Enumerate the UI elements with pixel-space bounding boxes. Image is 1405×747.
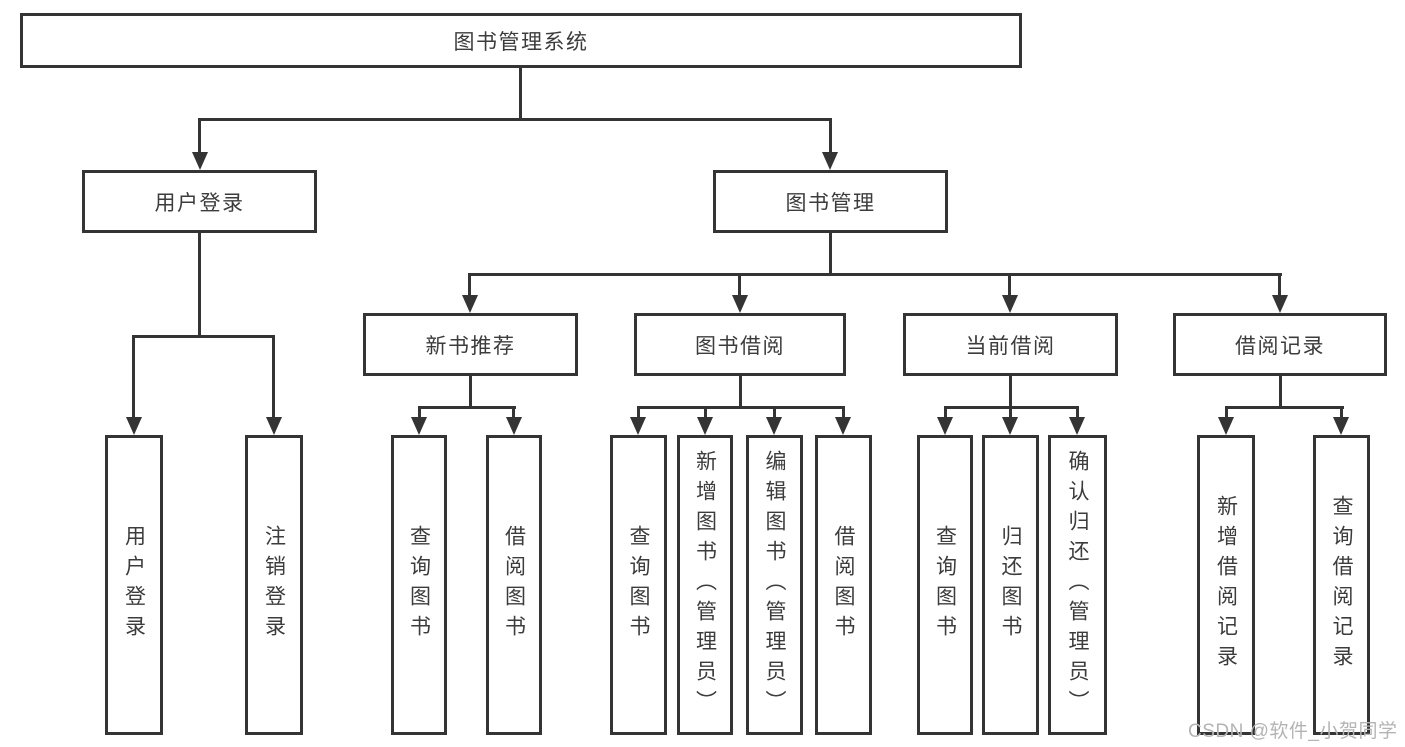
csdn-watermark: CSDN @软件_小贺同学	[1188, 721, 1398, 742]
leaf-cb-query-books-label: 查询图书	[933, 525, 957, 645]
leaf-bb-add-books-admin: 新增图书（管理员）	[677, 435, 733, 735]
leaf-user-login-label: 用户登录	[122, 525, 146, 645]
node-user-login: 用户登录	[82, 170, 317, 233]
arrowhead-current-borrow	[1002, 295, 1018, 313]
connector-root-stem	[519, 68, 522, 120]
connector-rec-bar	[1225, 406, 1344, 409]
connector-ul-bar	[132, 335, 275, 338]
leaf-bb-edit-books-admin-label: 编辑图书（管理员）	[763, 450, 786, 720]
node-book-management-label: 图书管理	[785, 191, 876, 215]
connector-bb-drop-1	[637, 406, 640, 420]
arrowhead-book-mgmt	[822, 152, 838, 170]
node-borrow-records: 借阅记录	[1173, 313, 1387, 376]
node-borrow-records-label: 借阅记录	[1235, 334, 1325, 358]
arrowhead-bb-leaf-2	[697, 417, 713, 435]
leaf-rec-query-record-label: 查询借阅记录	[1330, 495, 1353, 675]
leaf-rec-add-record-label: 新增借阅记录	[1214, 495, 1238, 675]
node-book-management: 图书管理	[713, 170, 948, 233]
arrowhead-bb-leaf-1	[630, 417, 646, 435]
connector-bb-drop-2	[704, 406, 707, 420]
node-new-book-recommend-label: 新书推荐	[425, 334, 516, 358]
leaf-user-login: 用户登录	[105, 435, 163, 735]
connector-cb-drop-2	[1009, 406, 1012, 420]
connector-ul-drop-1	[132, 335, 135, 417]
connector-cb-stem	[1009, 376, 1012, 409]
arrowhead-book-borrow	[732, 295, 748, 313]
connector-bm-drop-cb	[1008, 273, 1011, 298]
connector-nb-stem	[469, 376, 472, 409]
leaf-cb-query-books: 查询图书	[917, 435, 973, 735]
leaf-cb-return-books: 归还图书	[982, 435, 1039, 735]
node-book-borrow: 图书借阅	[634, 313, 846, 376]
connector-root-bar	[199, 118, 832, 121]
leaf-bb-query-books-label: 查询图书	[627, 525, 650, 645]
arrowhead-rec-leaf-2	[1333, 417, 1349, 435]
leaf-bb-borrow-books-label: 借阅图书	[832, 525, 855, 645]
arrowhead-bb-leaf-3	[766, 417, 782, 435]
connector-bb-stem	[739, 376, 742, 409]
node-root: 图书管理系统	[20, 13, 1022, 68]
leaf-nb-query-books-label: 查询图书	[407, 525, 431, 645]
leaf-nb-borrow-books-label: 借阅图书	[502, 525, 526, 645]
leaf-cb-return-books-label: 归还图书	[999, 525, 1022, 645]
arrowhead-rec-leaf-1	[1218, 417, 1234, 435]
node-current-borrow: 当前借阅	[903, 313, 1118, 376]
connector-bm-drop-nb	[468, 273, 471, 298]
leaf-bb-borrow-books: 借阅图书	[815, 435, 872, 735]
leaf-logout-label: 注销登录	[262, 525, 286, 645]
connector-bm-bar	[468, 273, 1282, 276]
node-current-borrow-label: 当前借阅	[965, 334, 1056, 358]
connector-bb-bar	[637, 406, 845, 409]
leaf-nb-borrow-books: 借阅图书	[486, 435, 542, 735]
connector-nb-bar	[418, 406, 516, 409]
node-book-borrow-label: 图书借阅	[695, 334, 785, 358]
arrowhead-cb-leaf-3	[1069, 417, 1085, 435]
connector-bb-drop-3	[773, 406, 776, 420]
leaf-nb-query-books: 查询图书	[391, 435, 447, 735]
connector-rec-stem	[1279, 376, 1282, 409]
connector-cb-drop-1	[944, 406, 947, 420]
leaf-rec-query-record: 查询借阅记录	[1313, 435, 1370, 735]
node-new-book-recommend: 新书推荐	[363, 313, 578, 376]
leaf-cb-confirm-return-admin-label: 确认归还（管理员）	[1066, 450, 1089, 720]
arrowhead-cb-leaf-2	[1002, 417, 1018, 435]
leaf-cb-confirm-return-admin: 确认归还（管理员）	[1048, 435, 1107, 735]
arrowhead-cb-leaf-1	[937, 417, 953, 435]
connector-bm-stem	[829, 233, 832, 275]
arrowhead-nb-leaf-2	[506, 417, 522, 435]
connector-bm-drop-bb	[738, 273, 741, 298]
arrowhead-ul-leaf-2	[266, 417, 282, 435]
arrowhead-new-book	[462, 295, 478, 313]
connector-nb-drop-2	[512, 406, 515, 420]
connector-ul-drop-2	[272, 335, 275, 417]
arrowhead-bb-leaf-4	[835, 417, 851, 435]
arrowhead-borrow-records	[1272, 295, 1288, 313]
connector-bm-drop-rec	[1278, 273, 1281, 298]
connector-drop-book-mgmt	[829, 118, 832, 154]
node-root-label: 图书管理系统	[453, 30, 589, 54]
leaf-rec-add-record: 新增借阅记录	[1197, 435, 1255, 735]
leaf-logout: 注销登录	[245, 435, 303, 735]
connector-rec-drop-2	[1340, 406, 1343, 420]
leaf-bb-query-books: 查询图书	[610, 435, 667, 735]
node-user-login-label: 用户登录	[154, 191, 245, 215]
connector-ul-stem	[198, 233, 201, 338]
leaf-bb-edit-books-admin: 编辑图书（管理员）	[746, 435, 803, 735]
connector-cb-drop-3	[1076, 406, 1079, 420]
arrowhead-ul-leaf-1	[126, 417, 142, 435]
connector-rec-drop-1	[1225, 406, 1228, 420]
connector-bb-drop-4	[842, 406, 845, 420]
arrowhead-user-login	[192, 152, 208, 170]
connector-drop-user-login	[198, 118, 201, 154]
arrowhead-nb-leaf-1	[411, 417, 427, 435]
leaf-bb-add-books-admin-label: 新增图书（管理员）	[693, 450, 717, 720]
connector-nb-drop-1	[418, 406, 421, 420]
